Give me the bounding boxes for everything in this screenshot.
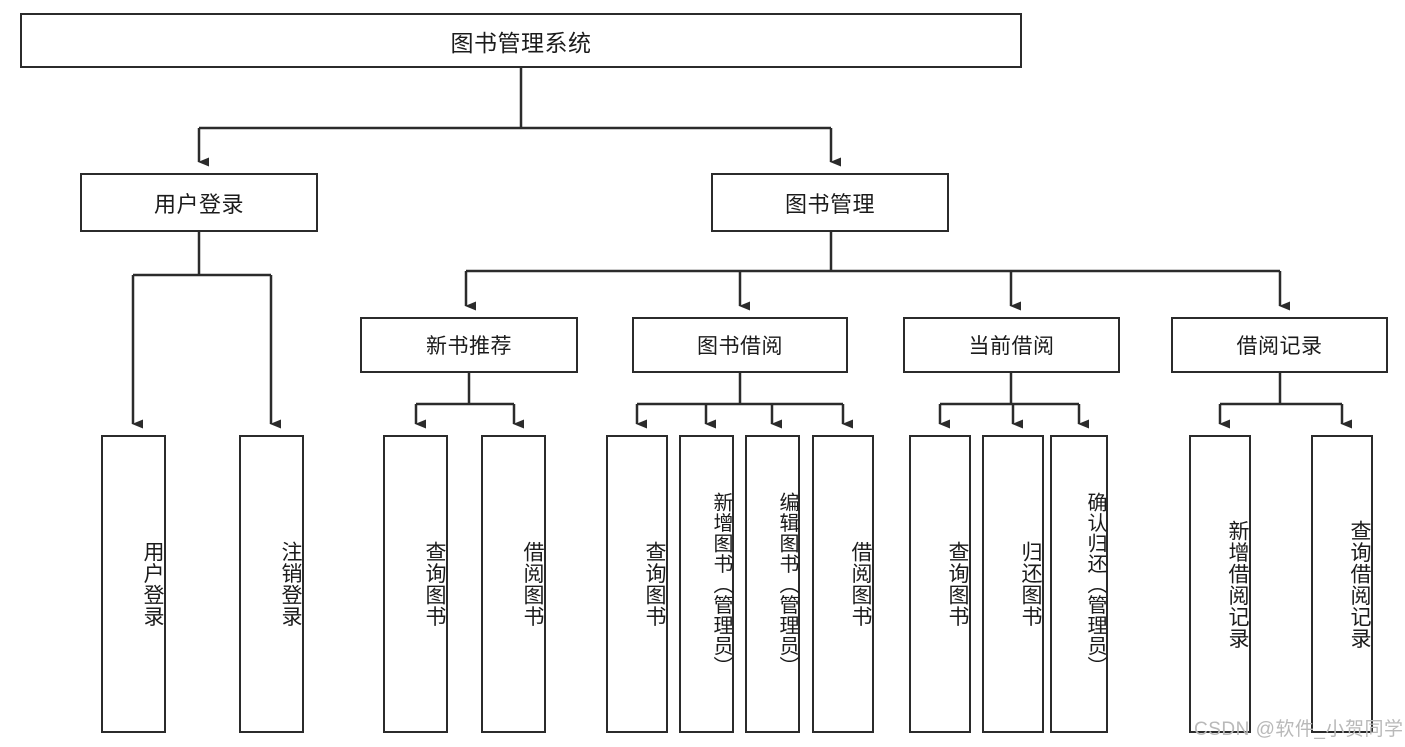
csdn-watermark-label: CSDN @软件_小贺同学 — [1194, 719, 1404, 740]
node-book-management[interactable]: 图书管理 — [711, 173, 949, 232]
leaf-borrow-book-recommend[interactable]: 借阅图书 — [481, 435, 546, 733]
leaf-query-book-borrow[interactable]: 查询图书 — [606, 435, 668, 733]
leaf-query-borrow-record[interactable]: 查询借阅记录 — [1311, 435, 1373, 733]
leaf-user-login-label: 用户登录 — [141, 541, 164, 627]
leaf-query-book-recommend[interactable]: 查询图书 — [383, 435, 448, 733]
leaf-add-book-admin[interactable]: 新增图书（管理员） — [679, 435, 734, 733]
leaf-confirm-return-admin-label: 确认归还（管理员） — [1084, 491, 1106, 677]
leaf-logout-label: 注销登录 — [279, 541, 302, 627]
node-borrow-record-label: 借阅记录 — [1236, 335, 1323, 358]
node-current-borrow[interactable]: 当前借阅 — [903, 317, 1120, 373]
node-user-login[interactable]: 用户登录 — [80, 173, 318, 232]
node-root[interactable]: 图书管理系统 — [20, 13, 1022, 68]
leaf-query-book-current[interactable]: 查询图书 — [909, 435, 971, 733]
node-root-label: 图书管理系统 — [450, 29, 592, 56]
node-book-borrow-label: 图书借阅 — [697, 335, 783, 358]
leaf-add-borrow-record[interactable]: 新增借阅记录 — [1189, 435, 1251, 733]
leaf-confirm-return-admin[interactable]: 确认归还（管理员） — [1050, 435, 1108, 733]
leaf-borrow-book-label: 借阅图书 — [849, 541, 872, 627]
csdn-watermark: CSDN @软件_小贺同学 — [1194, 714, 1403, 741]
leaf-borrow-book-recommend-label: 借阅图书 — [521, 541, 544, 627]
node-current-borrow-label: 当前借阅 — [968, 335, 1055, 358]
leaf-edit-book-admin[interactable]: 编辑图书（管理员） — [745, 435, 800, 733]
leaf-borrow-book[interactable]: 借阅图书 — [812, 435, 874, 733]
leaf-edit-book-admin-label: 编辑图书（管理员） — [776, 491, 798, 677]
node-new-book-recommend[interactable]: 新书推荐 — [360, 317, 578, 373]
leaf-query-borrow-record-label: 查询借阅记录 — [1348, 519, 1371, 649]
node-book-management-label: 图书管理 — [784, 191, 875, 217]
leaf-query-book-recommend-label: 查询图书 — [423, 541, 446, 627]
node-new-book-recommend-label: 新书推荐 — [426, 335, 512, 358]
leaf-add-borrow-record-label: 新增借阅记录 — [1226, 519, 1249, 649]
leaf-logout[interactable]: 注销登录 — [239, 435, 304, 733]
leaf-return-book[interactable]: 归还图书 — [982, 435, 1044, 733]
leaf-add-book-admin-label: 新增图书（管理员） — [710, 491, 732, 677]
leaf-return-book-label: 归还图书 — [1019, 541, 1042, 627]
leaf-user-login[interactable]: 用户登录 — [101, 435, 166, 733]
leaf-query-book-borrow-label: 查询图书 — [643, 541, 666, 627]
node-borrow-record[interactable]: 借阅记录 — [1171, 317, 1388, 373]
node-user-login-label: 用户登录 — [153, 191, 244, 217]
node-book-borrow[interactable]: 图书借阅 — [632, 317, 848, 373]
leaf-query-book-current-label: 查询图书 — [946, 541, 969, 627]
